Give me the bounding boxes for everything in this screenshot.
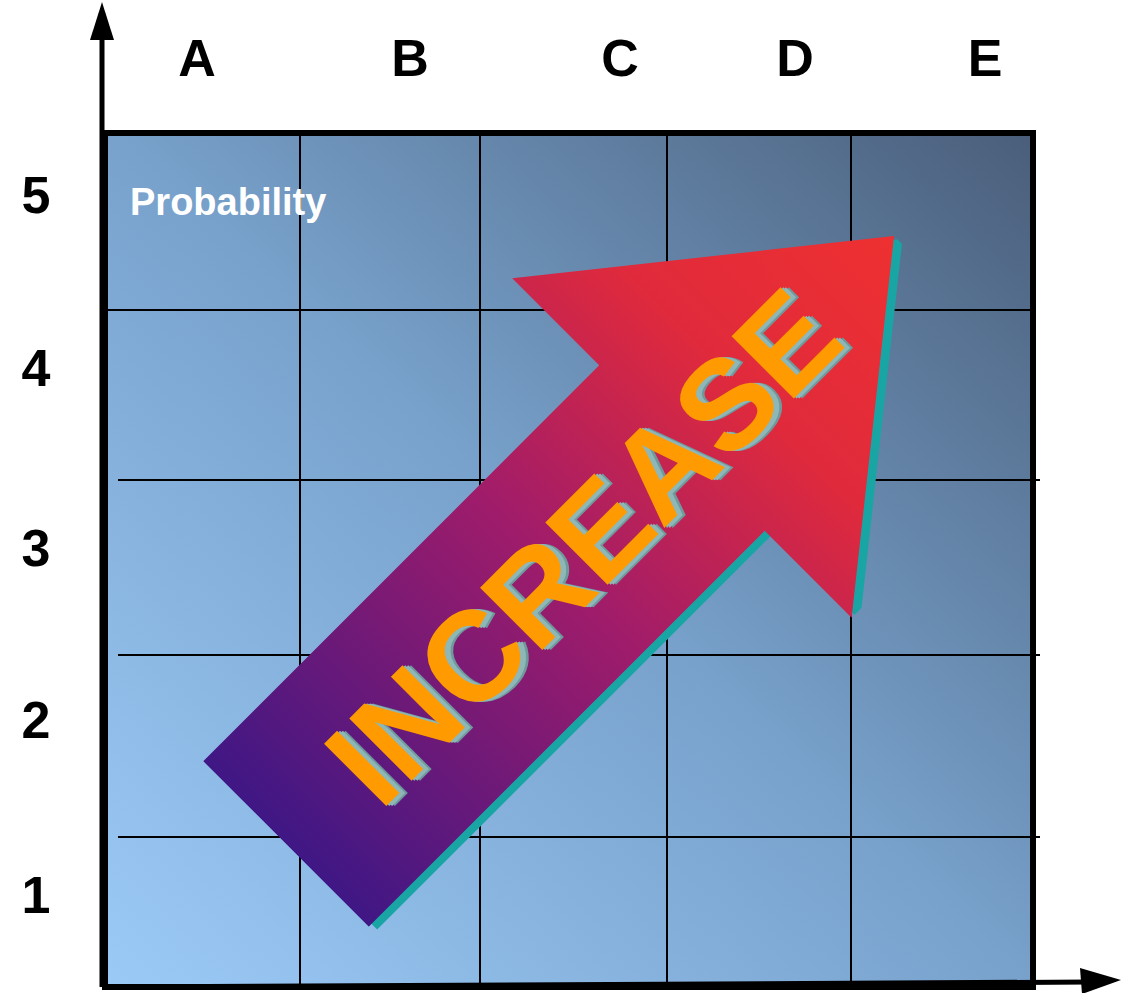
row-label: 4 bbox=[22, 342, 51, 394]
column-label: A bbox=[178, 32, 216, 84]
row-label: 5 bbox=[22, 169, 51, 221]
row-label: 1 bbox=[22, 869, 51, 921]
axis-title: Probability bbox=[130, 183, 326, 221]
column-label: B bbox=[391, 32, 429, 84]
column-label: D bbox=[776, 32, 814, 84]
row-label: 3 bbox=[22, 522, 51, 574]
column-label: C bbox=[601, 32, 639, 84]
column-label: E bbox=[968, 32, 1003, 84]
row-label: 2 bbox=[22, 694, 51, 746]
